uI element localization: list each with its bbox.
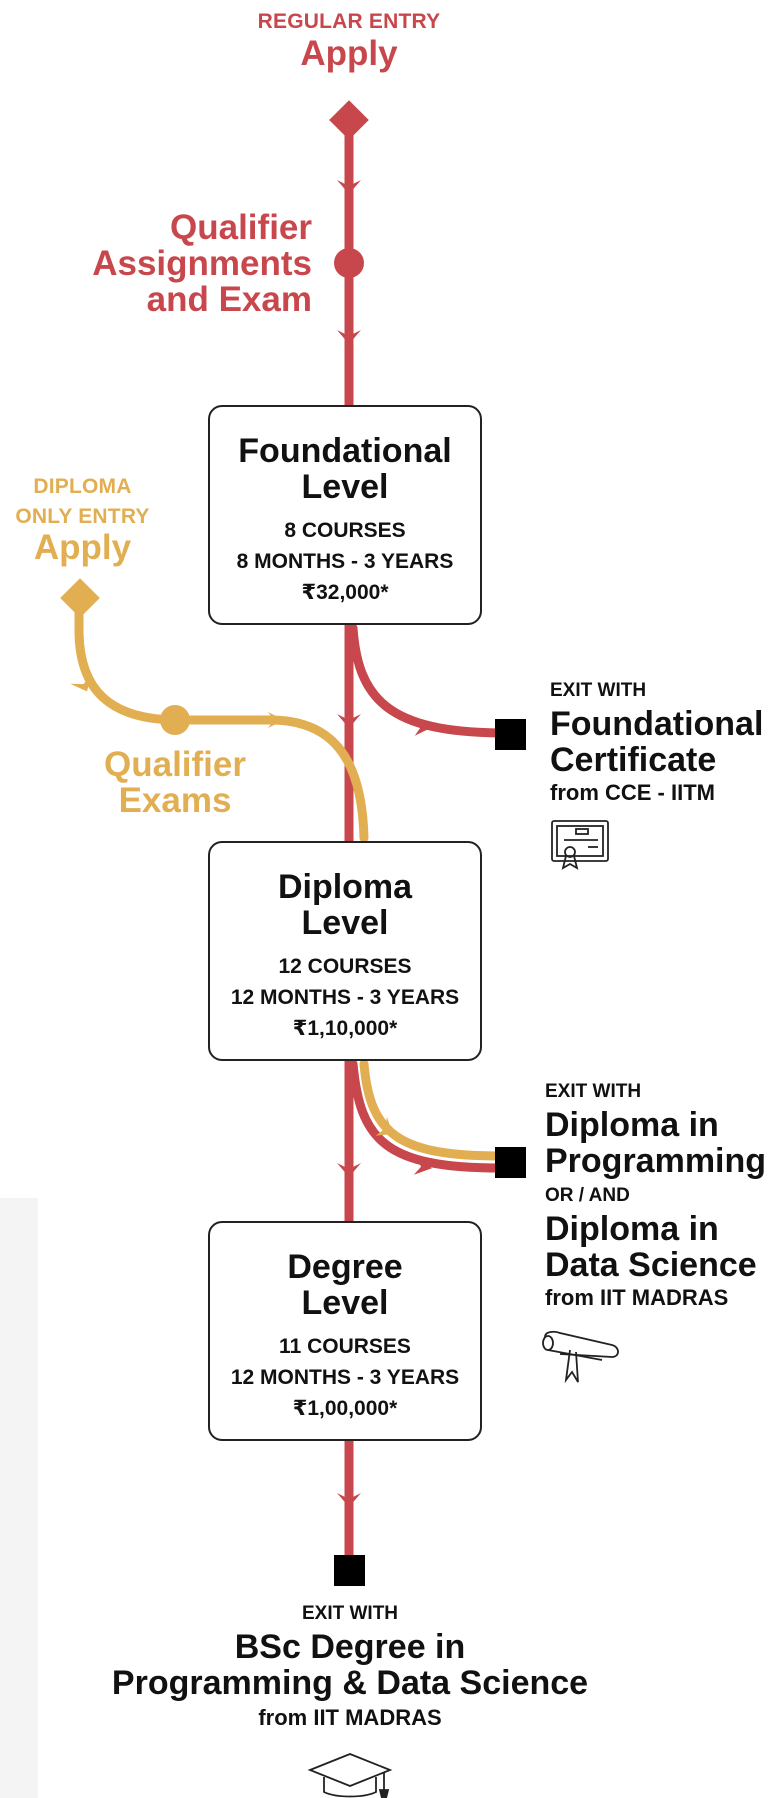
level-duration: 12 MONTHS - 3 YEARS (230, 1366, 460, 1389)
level-courses: 11 COURSES (279, 1335, 411, 1358)
level-details: 11 COURSES 12 MONTHS - 3 YEARS ₹1,00,000… (210, 1331, 480, 1424)
diploma-exit-marker (495, 1147, 526, 1178)
level-duration: 8 MONTHS - 3 YEARS (236, 550, 454, 573)
diploma-entry-label: DIPLOMA ONLY ENTRY (15, 475, 150, 528)
regular-apply-label[interactable]: Apply (300, 34, 398, 73)
degree-level-box[interactable]: Degree Level 11 COURSES 12 MONTHS - 3 YE… (208, 1221, 482, 1441)
foundational-exit-marker (495, 719, 526, 750)
side-panel (0, 1198, 38, 1798)
regular-qualifier-node (334, 248, 364, 278)
level-duration: 12 MONTHS - 3 YEARS (230, 986, 460, 1009)
level-fee: ₹1,00,000* (292, 1397, 398, 1420)
exit-label: EXIT WITH (301, 1603, 399, 1624)
level-fee: ₹1,10,000* (292, 1017, 398, 1040)
scroll-diploma-icon (542, 1330, 619, 1384)
regular-path (344, 115, 505, 1573)
diploma-apply-diamond (60, 578, 100, 618)
degree-exit: EXIT WITH BSc Degree in Programming & Da… (80, 1603, 620, 1731)
exit-title: Foundational Certificate (550, 705, 764, 779)
exit-label: EXIT WITH (550, 680, 647, 701)
level-courses: 12 COURSES (278, 955, 412, 978)
certificate-icon (551, 820, 609, 870)
exit-issuer: from IIT MADRAS (258, 1705, 442, 1730)
level-title: Degree Level (287, 1248, 403, 1322)
level-fee: ₹32,000* (301, 581, 389, 604)
graduation-cap-icon (307, 1753, 393, 1798)
regular-path-arrows (337, 180, 432, 1507)
exit-or-and: OR / AND (545, 1185, 630, 1206)
diploma-apply-label[interactable]: Apply (33, 528, 132, 567)
level-details: 12 COURSES 12 MONTHS - 3 YEARS ₹1,10,000… (210, 951, 480, 1044)
exit-label: EXIT WITH (545, 1081, 642, 1102)
level-title: Diploma Level (277, 868, 413, 942)
diploma-qualifier-node (160, 705, 190, 735)
regular-entry-label: REGULAR ENTRY (257, 10, 441, 33)
foundational-exit: EXIT WITH Foundational Certificate from … (550, 680, 778, 806)
diploma-exit: EXIT WITH Diploma in Programming OR / AN… (545, 1081, 780, 1311)
diploma-path-arrows (70, 673, 393, 1136)
exit-issuer: from IIT MADRAS (545, 1285, 729, 1310)
foundational-level-box[interactable]: Foundational Level 8 COURSES 8 MONTHS - … (208, 405, 482, 625)
degree-exit-marker (334, 1555, 365, 1586)
diploma-level-box[interactable]: Diploma Level 12 COURSES 12 MONTHS - 3 Y… (208, 841, 482, 1061)
exit-title-data-science: Diploma in Data Science (545, 1210, 757, 1284)
level-courses: 8 COURSES (284, 519, 406, 542)
regular-qualifier-label: Qualifier Assignments and Exam (92, 208, 312, 319)
diploma-qualifier-label: Qualifier Exams (104, 745, 246, 820)
exit-title: BSc Degree in Programming & Data Science (111, 1628, 589, 1702)
regular-apply-diamond (329, 100, 369, 140)
exit-title-programming: Diploma in Programming (545, 1106, 767, 1180)
level-title: Foundational Level (238, 432, 452, 506)
level-details: 8 COURSES 8 MONTHS - 3 YEARS ₹32,000* (210, 515, 480, 608)
exit-issuer: from CCE - IITM (550, 780, 715, 805)
diploma-path (74, 593, 505, 1161)
